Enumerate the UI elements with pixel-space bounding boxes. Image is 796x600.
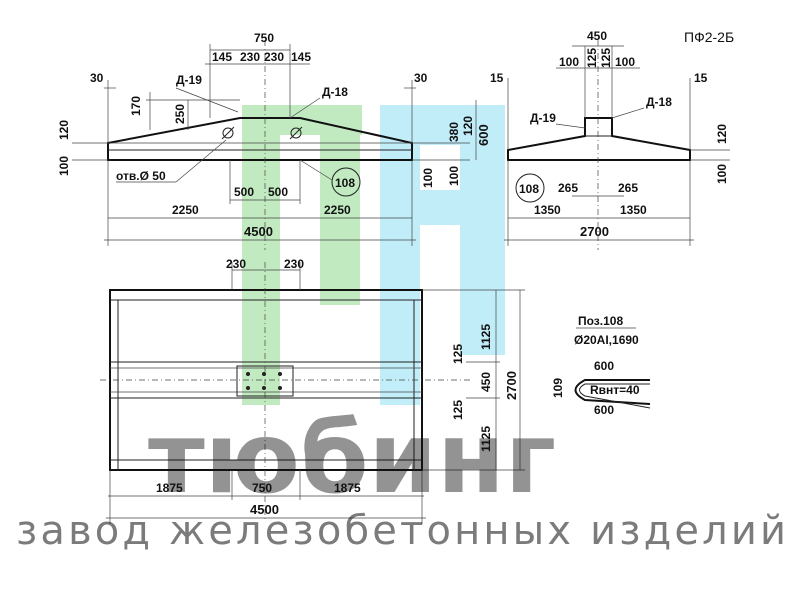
plan-view: 230 230 1125 125 450 125 1125 2700 1875 …: [100, 257, 525, 524]
side-d18: Д-18: [322, 85, 348, 99]
end-pos108: 108: [519, 182, 539, 196]
end-edge-right: 15: [694, 71, 708, 85]
plan-h1125a: 1125: [479, 324, 493, 350]
rebar-len-top: 600: [594, 359, 614, 373]
side-top-part-4: 145: [291, 50, 311, 64]
plan-total-h: 2700: [504, 371, 519, 400]
side-hole-label: отв.Ø 50: [116, 169, 166, 183]
plan-total-w: 4500: [250, 502, 279, 517]
watermark-logo-text: тюбинг: [148, 402, 556, 516]
rebar-spec: Ø20AI,1690: [574, 333, 639, 347]
watermark-logo-shapes: [242, 105, 505, 405]
plan-top-right: 230: [284, 257, 304, 271]
side-h120r: 120: [461, 116, 475, 136]
rebar-radius: Rвнт=40: [590, 383, 640, 397]
side-half-right: 2250: [324, 203, 351, 217]
side-edge-left: 30: [90, 71, 104, 85]
end-mid1: 125: [585, 48, 599, 68]
plan-b1875b: 1875: [334, 481, 361, 495]
side-h100r-2: 100: [421, 168, 435, 188]
rebar-len-bottom: 600: [594, 403, 614, 417]
side-w500b: 500: [268, 185, 288, 199]
side-w500a: 500: [234, 185, 254, 199]
end-left: 100: [559, 55, 579, 69]
end-edge-left: 15: [490, 71, 504, 85]
end-total: 2700: [580, 224, 609, 239]
side-d19: Д-19: [176, 73, 202, 87]
side-h380: 380: [447, 122, 461, 142]
side-total: 4500: [244, 224, 273, 239]
end-mid2: 125: [599, 48, 613, 68]
end-w265b: 265: [618, 181, 638, 195]
side-h100r: 100: [447, 166, 461, 186]
rebar-detail: Поз.108 Ø20AI,1690 600 600 109 Rвнт=40: [551, 314, 651, 417]
side-pos108: 108: [335, 176, 355, 190]
end-d18: Д-18: [646, 95, 672, 109]
drawing-title: ПФ2-2Б: [684, 29, 734, 45]
side-top-total: 750: [254, 31, 274, 45]
rebar-title: Поз.108: [578, 314, 623, 328]
plan-h450: 450: [479, 372, 493, 392]
side-top-part-3: 230: [264, 50, 284, 64]
plan-b1875a: 1875: [156, 481, 183, 495]
end-h100a: 100: [715, 164, 729, 184]
side-h250: 250: [173, 104, 187, 124]
end-w265a: 265: [558, 181, 578, 195]
plan-top-left: 230: [226, 257, 246, 271]
side-h100l: 100: [57, 156, 71, 176]
side-h600: 600: [476, 124, 491, 146]
watermark-subtitle: завод железобетонных изделий: [16, 508, 786, 554]
side-top-part-2: 230: [240, 50, 260, 64]
rebar-h: 109: [551, 378, 565, 398]
end-top-total: 450: [587, 29, 607, 43]
side-edge-right: 30: [414, 71, 428, 85]
end-half-left: 1350: [534, 203, 561, 217]
side-h120l: 120: [57, 120, 71, 140]
plan-h125b: 125: [451, 400, 465, 420]
end-right: 100: [615, 55, 635, 69]
plan-h125a: 125: [451, 344, 465, 364]
end-h120: 120: [715, 124, 729, 144]
end-half-right: 1350: [620, 203, 647, 217]
side-h170: 170: [129, 96, 143, 116]
side-top-part-1: 145: [212, 50, 232, 64]
end-d19: Д-19: [530, 111, 556, 125]
plan-h1125b: 1125: [479, 426, 493, 452]
plan-b750: 750: [252, 481, 272, 495]
side-half-left: 2250: [172, 203, 199, 217]
side-view: 750 145 230 230 145 30 30 170 250 Д-19 Д…: [57, 31, 491, 250]
end-view: 450 100 125 125 100 15 15 Д-19 Д-18 120 …: [490, 29, 730, 250]
